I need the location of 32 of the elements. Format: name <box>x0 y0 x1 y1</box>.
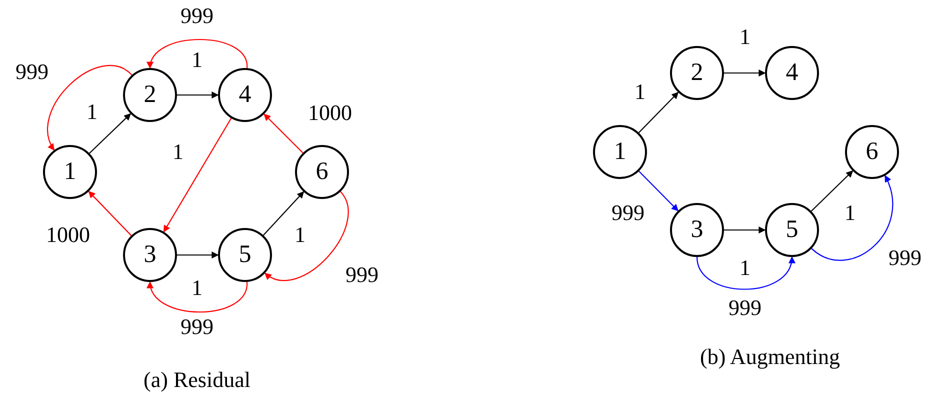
graph-node: 2 <box>670 46 724 100</box>
arrow <box>163 118 232 232</box>
caption: (a) Residual <box>144 367 250 393</box>
arrow <box>89 113 132 154</box>
arrow <box>811 175 894 261</box>
graph-node: 5 <box>218 228 272 282</box>
arrow <box>264 114 304 154</box>
arrow <box>724 226 766 234</box>
graph-node: 1 <box>43 145 97 199</box>
arrow <box>264 191 349 281</box>
graph-node: 5 <box>765 203 819 257</box>
graph-node: 2 <box>123 68 177 122</box>
arrow <box>177 92 219 98</box>
arrow <box>696 256 794 290</box>
graph-node: 4 <box>218 68 272 122</box>
arrow <box>262 191 304 236</box>
arrow <box>638 170 679 212</box>
arrow <box>148 281 248 313</box>
arrow <box>638 92 679 134</box>
graph-node: 6 <box>845 125 899 179</box>
graph-node: 6 <box>295 145 349 199</box>
graph-node: 1 <box>593 125 647 179</box>
arrow <box>148 38 248 69</box>
graph-node: 3 <box>123 228 177 282</box>
arrow <box>88 190 132 236</box>
graph-node: 4 <box>765 46 819 100</box>
caption: (b) Augmenting <box>700 344 840 370</box>
arrow <box>177 252 219 258</box>
arrow <box>47 65 132 151</box>
arrow <box>724 70 766 76</box>
arrow <box>810 170 854 212</box>
graph-node: 3 <box>670 203 724 257</box>
